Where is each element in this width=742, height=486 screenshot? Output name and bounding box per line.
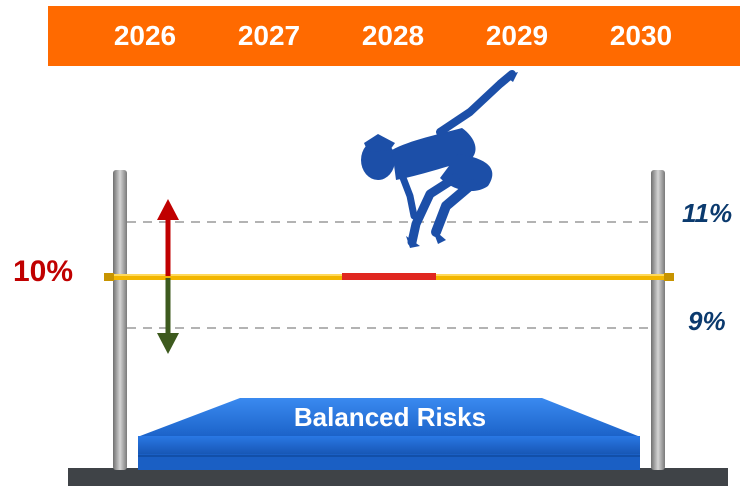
year-band: 2026 2027 2028 2029 2030 <box>48 6 740 66</box>
bar-level-label: 10% <box>13 255 74 288</box>
year-label: 2030 <box>609 20 673 51</box>
year-label: 2026 <box>113 20 177 51</box>
high-jumper-icon <box>361 70 518 248</box>
upper-range-label: 11% <box>682 198 733 228</box>
up-arrow-icon <box>157 199 179 276</box>
year-label: 2028 <box>361 20 425 51</box>
left-pole <box>113 170 127 470</box>
lower-range-label: 9% <box>688 306 726 336</box>
ground-base <box>68 468 728 486</box>
right-pole <box>651 170 665 470</box>
crossbar-marker <box>342 273 436 280</box>
year-label: 2029 <box>485 20 549 51</box>
mat-label: Balanced Risks <box>293 402 487 432</box>
year-label: 2027 <box>237 20 301 51</box>
down-arrow-icon <box>157 278 179 354</box>
landing-mat <box>138 398 640 470</box>
